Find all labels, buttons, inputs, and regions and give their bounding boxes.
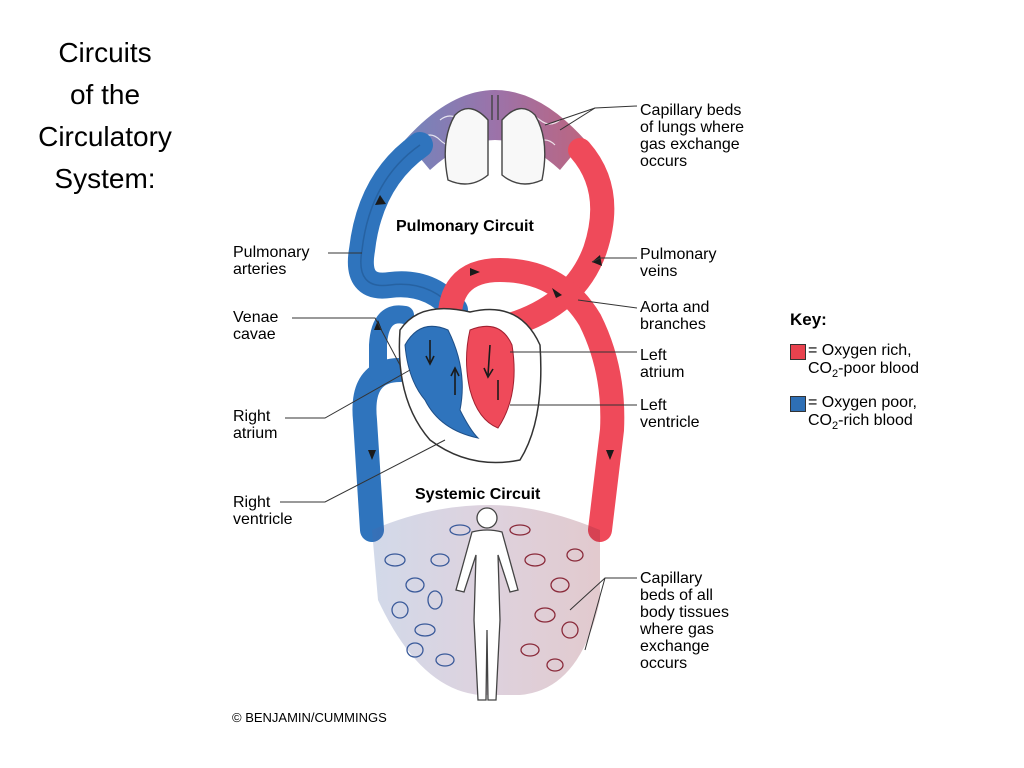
slide-title: Circuits of the Circulatory System: xyxy=(10,32,200,200)
label-line: ventricle xyxy=(640,414,700,431)
label-line: of lungs where xyxy=(640,119,745,136)
label-capillary-lungs: Capillary beds of lungs where gas exchan… xyxy=(640,102,744,170)
label-line: gas exchange xyxy=(640,136,740,153)
label-aorta: Aorta and branches xyxy=(640,299,709,333)
label-line: Left xyxy=(640,397,667,414)
label-line: occurs xyxy=(640,655,688,672)
label-line: Pulmonary xyxy=(640,246,717,263)
label-line: beds of all xyxy=(640,587,713,604)
key-line: = Oxygen poor, xyxy=(808,394,917,411)
leader-lines xyxy=(280,105,638,651)
label-left-ventricle: Left ventricle xyxy=(640,397,700,431)
label-venae-cavae: Venae cavae xyxy=(233,309,278,343)
label-line: Aorta and xyxy=(640,299,710,316)
key-oxygen-rich-text: = Oxygen rich, CO2-poor blood xyxy=(808,342,978,383)
label-line: Capillary beds xyxy=(640,102,742,119)
co2-subscript: 2 xyxy=(832,420,839,433)
label-line: exchange xyxy=(640,638,710,655)
label-pulmonary-arteries: Pulmonary arteries xyxy=(233,244,309,278)
key-line: CO2-rich blood xyxy=(808,412,978,435)
label-line: Pulmonary xyxy=(233,244,310,261)
key-suffix: -rich blood xyxy=(838,412,913,429)
co2-prefix: CO xyxy=(808,412,832,429)
body-capillary-mesh xyxy=(384,524,584,672)
title-line: Circulatory xyxy=(38,121,172,152)
title-line: Circuits xyxy=(58,37,152,68)
label-right-ventricle: Right ventricle xyxy=(233,494,293,528)
label-line: occurs xyxy=(640,153,688,170)
key-line: = Oxygen rich, xyxy=(808,342,912,359)
venae-cavae-vessel xyxy=(352,358,412,542)
left-heart-chambers xyxy=(466,325,515,429)
key-oxygen-poor-text: = Oxygen poor, CO2-rich blood xyxy=(808,394,978,435)
lung-capillary-bed xyxy=(405,90,585,170)
label-line: atrium xyxy=(640,364,685,381)
title-line: of the xyxy=(69,79,141,110)
key-title: Key: xyxy=(790,310,827,329)
flow-arrows xyxy=(425,340,499,400)
copyright-notice: © BENJAMIN/CUMMINGS xyxy=(232,710,387,725)
red-swatch xyxy=(790,344,806,360)
label-line: ventricle xyxy=(233,511,293,528)
label-left-atrium: Left atrium xyxy=(640,347,684,381)
title-line: System: xyxy=(54,163,156,194)
label-line: Right xyxy=(233,494,271,511)
pulmonary-vein-vessel xyxy=(498,138,615,337)
label-line: Right xyxy=(233,408,271,425)
label-pulmonary-veins: Pulmonary veins xyxy=(640,246,716,280)
label-line: atrium xyxy=(233,425,278,442)
right-heart-chambers xyxy=(404,325,480,439)
pulmonary-circuit-label: Pulmonary Circuit xyxy=(396,218,534,235)
label-capillary-body: Capillary beds of all body tissues where… xyxy=(640,570,729,672)
label-line: Left xyxy=(640,347,667,364)
key-line: CO2-poor blood xyxy=(808,360,978,383)
co2-prefix: CO xyxy=(808,360,832,377)
label-line: branches xyxy=(640,316,706,333)
label-line: body tissues xyxy=(640,604,729,621)
human-figure xyxy=(455,507,519,701)
label-right-atrium: Right atrium xyxy=(233,408,277,442)
co2-subscript: 2 xyxy=(832,368,839,381)
blue-swatch xyxy=(790,396,806,412)
lungs-illustration xyxy=(444,95,546,185)
aorta-vessel xyxy=(437,257,625,542)
systemic-circuit-label: Systemic Circuit xyxy=(415,486,541,503)
label-line: Venae xyxy=(233,309,279,326)
label-line: cavae xyxy=(233,326,276,343)
label-line: where gas xyxy=(640,621,714,638)
label-line: arteries xyxy=(233,261,287,278)
label-line: veins xyxy=(640,263,678,280)
key-suffix: -poor blood xyxy=(838,360,920,377)
label-line: Capillary xyxy=(640,570,703,587)
